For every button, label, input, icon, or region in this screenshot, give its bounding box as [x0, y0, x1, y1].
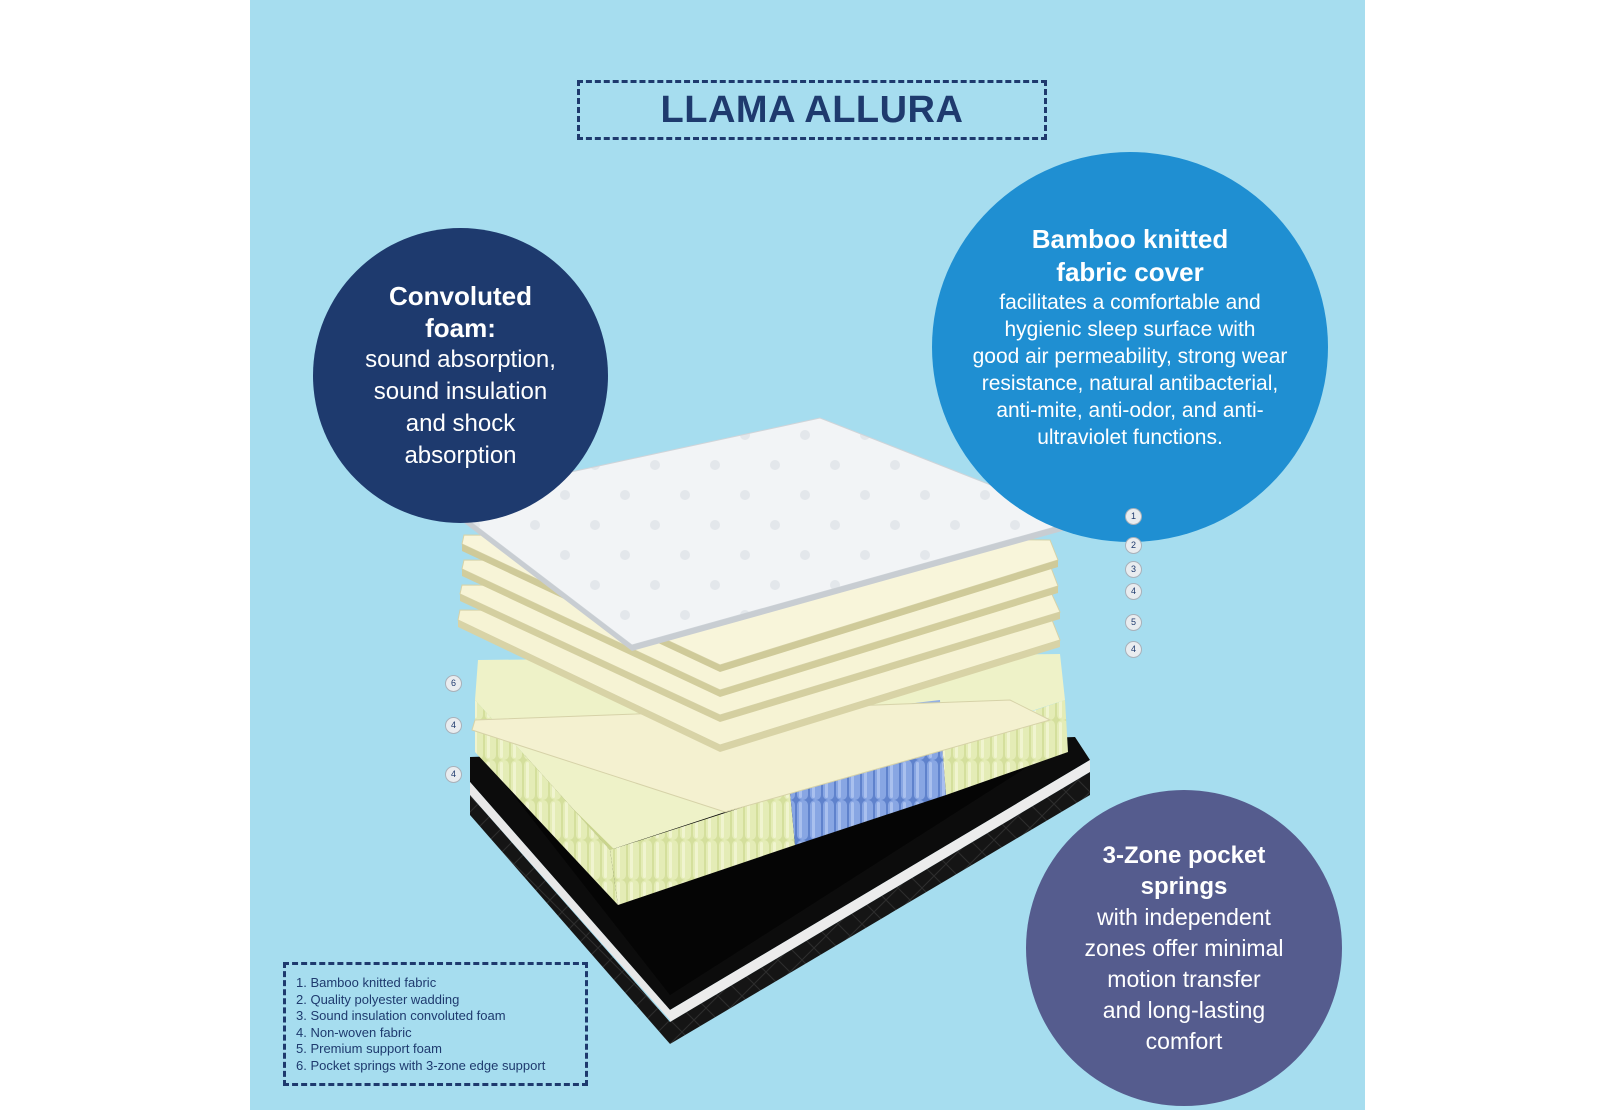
convoluted-foam-description: sound absorption, sound insulation and s…	[365, 344, 556, 472]
description-line: with independent	[1097, 903, 1271, 930]
legend-item: 5. Premium support foam	[296, 1041, 442, 1057]
legend-item: 2. Quality polyester wadding	[296, 991, 460, 1007]
heading-line: springs	[1140, 872, 1228, 900]
description-line: sound absorption,	[365, 345, 556, 373]
description-line: ultraviolet functions.	[1037, 426, 1223, 449]
title-box: LLAMA ALLURA	[577, 80, 1047, 140]
description-line: and long-lasting	[1102, 996, 1266, 1023]
heading-line: Convoluted	[389, 280, 532, 311]
layer-badge: 4	[445, 717, 462, 734]
description-line: and shock	[405, 409, 516, 437]
description-line: facilitates a comfortable and	[999, 291, 1261, 314]
description-line: absorption	[404, 441, 517, 469]
legend-item: 6. Pocket springs with 3-zone edge suppo…	[296, 1057, 546, 1073]
description-line: zones offer minimal	[1084, 934, 1284, 961]
pocket-springs-heading: 3-Zone pocket springs	[1103, 840, 1266, 902]
infographic-panel: LLAMA ALLURA	[250, 0, 1365, 1110]
layer-badge: 4	[1125, 641, 1142, 658]
legend-item: 4. Non-woven fabric	[296, 1024, 412, 1040]
bamboo-cover-layer	[440, 417, 1082, 651]
page-title: LLAMA ALLURA	[660, 88, 964, 131]
legend-item: 1. Bamboo knitted fabric	[296, 975, 437, 990]
description-line: motion transfer	[1107, 965, 1261, 992]
layer-badge: 4	[1125, 583, 1142, 600]
layer-badge: 3	[1125, 561, 1142, 578]
bamboo-cover-circle: Bamboo knitted fabric cover facilitates …	[932, 152, 1328, 542]
convoluted-foam-heading: Convoluted foam:	[389, 280, 532, 344]
legend-item: 3. Sound insulation convoluted foam	[296, 1008, 506, 1024]
layer-badge: 2	[1125, 537, 1142, 554]
layer-badge: 5	[1125, 614, 1142, 631]
heading-line: 3-Zone pocket	[1102, 841, 1266, 869]
layer-badge: 6	[445, 675, 462, 692]
heading-line: Bamboo knitted	[1031, 224, 1229, 254]
description-line: resistance, natural antibacterial,	[981, 372, 1279, 395]
mattress-illustration	[440, 417, 1090, 1044]
bamboo-cover-heading: Bamboo knitted fabric cover	[1032, 223, 1228, 289]
convoluted-foam-circle: Convoluted foam: sound absorption, sound…	[313, 228, 608, 523]
layer-badge: 1	[1125, 508, 1142, 525]
description-line: comfort	[1145, 1027, 1223, 1054]
description-line: hygienic sleep surface with	[1004, 318, 1256, 341]
bamboo-cover-description: facilitates a comfortable and hygienic s…	[973, 289, 1288, 451]
layer-badge: 4	[445, 766, 462, 783]
heading-line: foam:	[425, 312, 496, 343]
description-line: sound insulation	[373, 377, 548, 405]
pocket-springs-description: with independent zones offer minimal mot…	[1085, 902, 1284, 1057]
description-line: good air permeability, strong wear	[972, 345, 1288, 368]
heading-line: fabric cover	[1056, 257, 1204, 287]
pocket-springs-circle: 3-Zone pocket springs with independent z…	[1026, 790, 1342, 1106]
description-line: anti-mite, anti-odor, and anti-	[996, 399, 1264, 422]
layer-legend: 1. Bamboo knitted fabric 2. Quality poly…	[283, 962, 588, 1086]
